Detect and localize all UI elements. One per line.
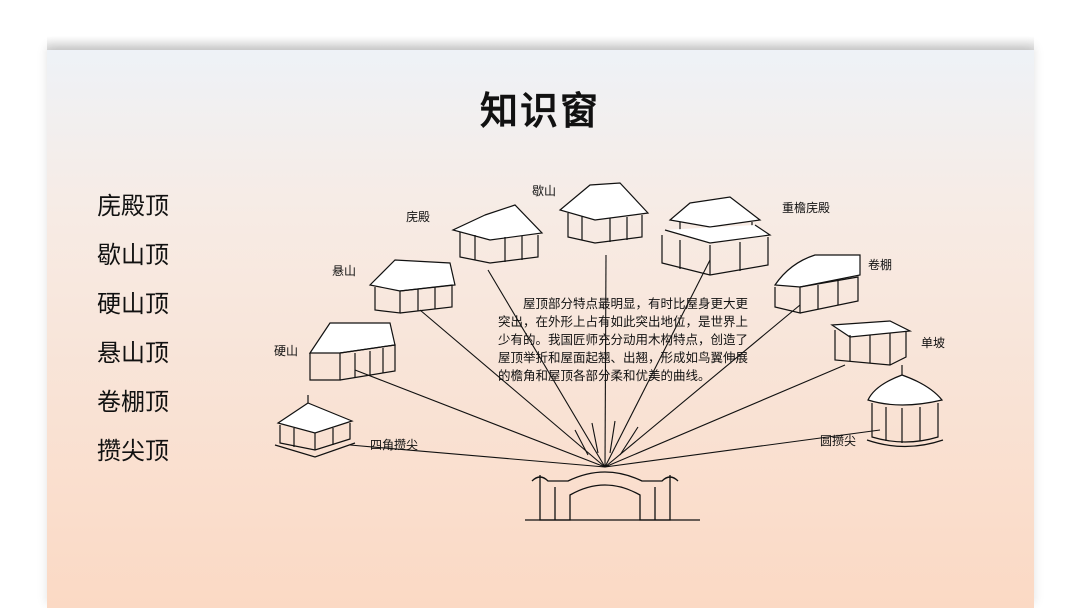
danpo-building-icon <box>832 321 910 365</box>
roof-type-item: 悬山顶 <box>97 333 169 382</box>
label-danpo: 单坡 <box>921 336 945 350</box>
roof-type-list: 庑殿顶 歇山顶 硬山顶 悬山顶 卷棚顶 攒尖顶 <box>97 186 169 480</box>
page-title: 知识窗 <box>0 80 1080 135</box>
sijiao-cuanjian-building-icon <box>275 395 355 457</box>
label-yingshan: 硬山 <box>274 344 298 358</box>
yingshan-building-icon <box>310 323 395 380</box>
wudian-building-icon <box>453 205 542 263</box>
gate-icon <box>525 472 700 520</box>
label-xuanshan: 悬山 <box>332 264 356 278</box>
roof-type-item: 庑殿顶 <box>97 186 169 235</box>
roof-type-item: 攒尖顶 <box>97 431 169 480</box>
roof-type-item: 歇山顶 <box>97 235 169 284</box>
yuan-cuanjian-building-icon <box>867 365 943 447</box>
xieshan-building-icon <box>560 183 648 243</box>
roof-description: 屋顶部分特点最明显，有时比屋身更大更突出，在外形上占有如此突出地位，是世界上少有… <box>498 295 760 385</box>
label-xieshan: 歇山 <box>532 184 556 198</box>
roof-type-item: 硬山顶 <box>97 284 169 333</box>
label-chongyan-wudian: 重檐庑殿 <box>782 200 830 215</box>
chongyan-wudian-building-icon <box>662 197 770 275</box>
juanpeng-building-icon <box>775 255 860 313</box>
roof-type-item: 卷棚顶 <box>97 382 169 431</box>
xuanshan-building-icon <box>370 260 455 313</box>
label-yuan-cuanjian: 圆攒尖 <box>820 434 856 448</box>
label-sijiao-cuanjian: 四角攒尖 <box>370 438 418 452</box>
label-juanpeng: 卷棚 <box>868 257 892 272</box>
label-wudian: 庑殿 <box>406 209 430 224</box>
